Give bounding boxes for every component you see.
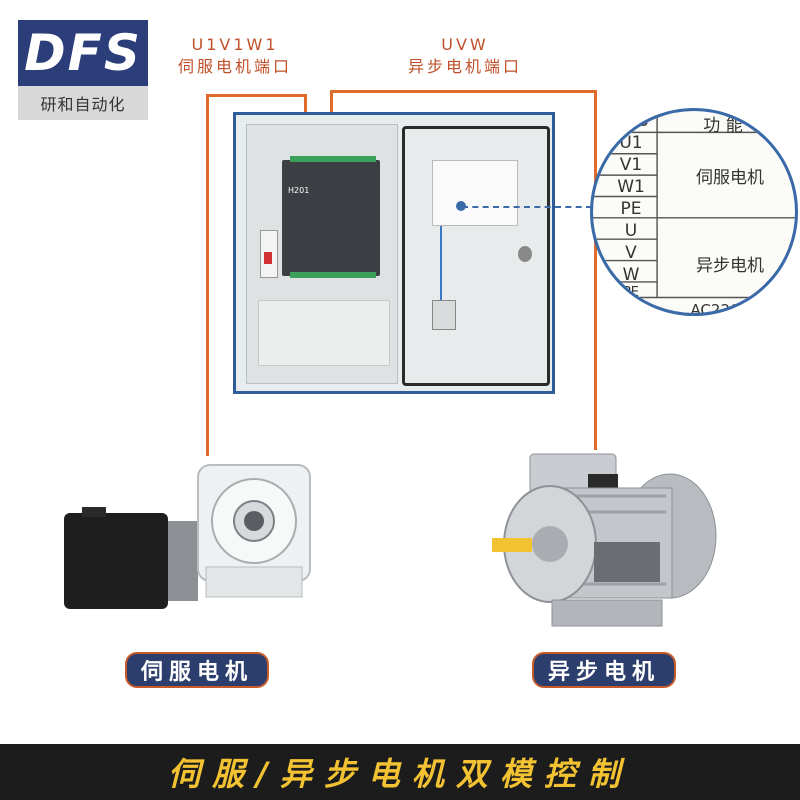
magnifier-link-line <box>462 206 592 208</box>
mag-terminal-u: U <box>624 221 638 241</box>
mag-terminal-pe1: PE <box>620 199 642 219</box>
async-motor-image <box>492 453 717 627</box>
servo-wire-down <box>206 94 209 456</box>
servo-wire-horizontal <box>206 94 307 97</box>
footer-banner: 伺服/异步电机双模控制 <box>0 744 800 800</box>
door-switch <box>432 300 456 330</box>
mag-terminal-u1: U1 <box>619 133 643 153</box>
async-port-label: UVW 异步电机端口 <box>385 34 545 78</box>
logo-brand-text: DFS <box>18 20 148 86</box>
breaker-switch <box>264 252 272 264</box>
async-port-code: UVW <box>441 35 489 54</box>
mag-servo-group: 伺服电机 <box>696 168 764 188</box>
async-wire-horizontal <box>330 90 596 93</box>
door-cable <box>440 226 442 306</box>
async-port-name: 异步电机端口 <box>407 57 522 76</box>
mag-header-col2: 功 能 <box>703 116 743 136</box>
footer-title: 伺服/异步电机双模控制 <box>168 755 632 793</box>
mag-terminal-w: W <box>622 265 640 285</box>
servo-motor-label: 伺服电机 <box>125 652 269 688</box>
mag-bottom-row: AC220 <box>690 301 740 316</box>
servo-motor-image <box>64 464 311 609</box>
terminal-strip-top <box>290 156 376 162</box>
servo-port-name: 伺服电机端口 <box>177 57 292 76</box>
logo-subtitle: 研和自动化 <box>18 86 148 120</box>
mag-terminal-w1: W1 <box>617 177 645 197</box>
mag-terminal-v1: V1 <box>619 155 643 175</box>
door-lock-knob <box>518 246 532 262</box>
mag-terminal-v: V <box>625 243 637 263</box>
terminal-strip-bottom <box>290 272 376 278</box>
servo-port-code: U1V1W1 <box>191 35 279 54</box>
brand-logo: DFS 研和自动化 <box>18 20 148 120</box>
wiring-diagram-sheet <box>432 160 518 226</box>
servo-port-label: U1V1W1 伺服电机端口 <box>160 34 310 78</box>
terminal-table-magnifier: S 功 能 U1 V1 W1 PE 伺服电机 U V W PE 异步电机 AC2… <box>590 108 798 316</box>
terminal-table-grid <box>593 111 795 299</box>
cabinet-bottom-plate <box>258 300 390 366</box>
mag-header-col1: S <box>637 111 649 131</box>
async-wire-down <box>594 90 597 450</box>
mag-terminal-pe2: PE <box>622 285 640 300</box>
async-motor-label: 异步电机 <box>532 652 676 688</box>
magnifier-anchor-dot <box>456 201 466 211</box>
drive-module <box>282 160 380 276</box>
drive-model-label: H201 <box>288 186 310 195</box>
mag-async-group: 异步电机 <box>696 256 764 276</box>
